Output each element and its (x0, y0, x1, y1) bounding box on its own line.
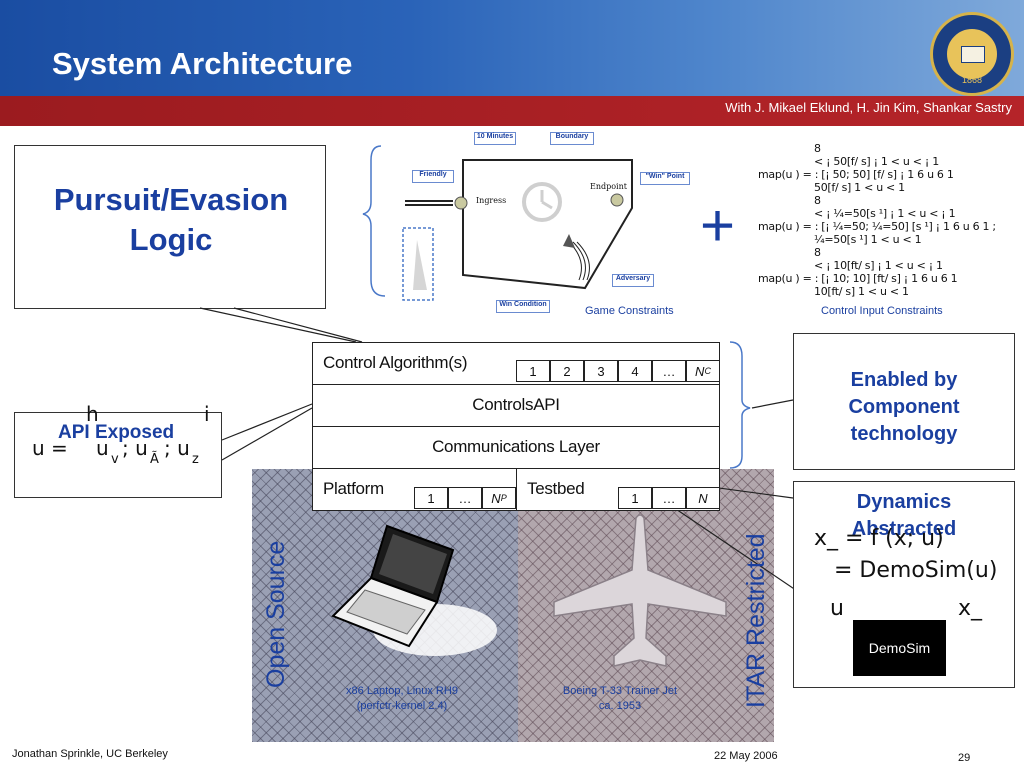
endpoint-label: Endpoint (590, 182, 627, 191)
game-constraints-diagram (362, 145, 633, 301)
itar-restricted-label: ITAR Restricted (742, 533, 770, 708)
game-constraints-caption: Game Constraints (585, 305, 674, 317)
tag-10-minutes: 10 Minutes (474, 132, 516, 145)
controls-api-label: ControlsAPI (472, 395, 560, 414)
open-source-label: Open Source (262, 540, 290, 688)
plus-sign: + (700, 192, 736, 259)
control-input-caption: Control Input Constraints (821, 305, 943, 317)
api-formula-sep: ; u (122, 436, 148, 460)
university-seal-logo: 1868 (930, 12, 1014, 96)
pursuit-evasion-line1: Pursuit/Evasion (53, 182, 289, 217)
api-exposed-label: API Exposed (58, 422, 175, 443)
seal-year: 1868 (961, 75, 983, 85)
testbed-label: Testbed (527, 479, 585, 498)
enabled-line1: Enabled by (850, 369, 958, 391)
constraint-line: < ¡ ¼=50[s ¹] ¡ 1 < u < ¡ 1 (814, 207, 956, 220)
tag-win-condition: Win Condition (496, 300, 550, 313)
pursuit-evasion-line2: Logic (129, 222, 213, 257)
constraint-line: < ¡ 10[ft/ s] ¡ 1 < u < ¡ 1 (814, 259, 943, 272)
controls-api-row: ControlsAPI (312, 384, 720, 427)
slide-title: System Architecture (52, 46, 353, 81)
demosim-input-label: u (830, 596, 844, 621)
constraint-line: map(u ) = : [¡ 50; 50] [f/ s] ¡ 1 6 u 6 … (758, 168, 954, 181)
jet-caption: Boeing T-33 Trainer Jet ca. 1953 (535, 684, 705, 714)
control-cell: 3 (584, 360, 618, 382)
testbed-cell-n: N (686, 487, 720, 509)
credit-bar (0, 96, 1024, 126)
tag-friendly: Friendly (412, 170, 454, 183)
dynamics-line1: Dynamics (856, 491, 952, 513)
platform-cell-n-label: N (491, 490, 501, 506)
control-cell-n-sub: C (704, 366, 711, 376)
control-cell-n-label: N (695, 363, 705, 379)
jet-caption-line1: Boeing T-33 Trainer Jet (562, 685, 678, 697)
tag-win-point: "Win" Point (640, 172, 690, 185)
api-formula-sub-v: v (111, 452, 119, 467)
constraint-line: 8 (814, 194, 821, 207)
enabled-by-component-text: Enabled by Component technology (793, 367, 1015, 448)
testbed-cell: 1 (618, 487, 652, 509)
platform-cell-n-sub: P (500, 493, 507, 503)
api-formula-sep2: ; u (164, 436, 190, 460)
constraint-line: map(u ) = : [¡ 10; 10] [ft/ s] ¡ 1 6 u 6… (758, 272, 958, 285)
dynamics-abstracted-text: Dynamics Abstracted (800, 489, 1008, 543)
constraint-line: map(u ) = : [¡ ¼=50; ¼=50] [s ¹] ¡ 1 6 u… (758, 220, 996, 233)
tag-boundary: Boundary (550, 132, 594, 145)
footer-date: 22 May 2006 (714, 750, 778, 762)
constraint-line: 10[ft/ s] 1 < u < 1 (814, 285, 909, 298)
ingress-label: Ingress (476, 196, 507, 205)
jet-icon (553, 514, 727, 667)
platform-cell: 1 (414, 487, 448, 509)
dynamics-line2: Abstracted (851, 518, 957, 540)
pursuit-evasion-title: Pursuit/Evasion Logic (28, 180, 314, 260)
api-formula-sub-psi: Ã (150, 452, 159, 467)
demosim-output-label: x_ (958, 596, 983, 621)
credit-text: With J. Mikael Eklund, H. Jin Kim, Shank… (725, 100, 1012, 115)
constraint-line: 50[f/ s] 1 < u < 1 (814, 181, 905, 194)
api-formula-term: u (96, 436, 109, 460)
api-formula-lhs: u = (32, 436, 68, 460)
control-cell: 4 (618, 360, 652, 382)
control-input-constraints: 8 < ¡ 50[f/ s] ¡ 1 < u < ¡ 1 map(u ) = :… (758, 142, 1020, 298)
enabled-line2: Component (848, 396, 960, 418)
tag-adversary: Adversary (612, 274, 654, 287)
demosim-block: DemoSim (853, 620, 946, 676)
api-formula-sub-z: z (192, 452, 199, 467)
jet-caption-line2: ca. 1953 (598, 700, 642, 712)
pursuit-evasion-callout (14, 145, 326, 309)
testbed-cell: … (652, 487, 686, 509)
laptop-caption: x86 Laptop, Linux RH9 (perfctr-kernel 2.… (322, 684, 482, 714)
enabled-line3: technology (850, 423, 958, 445)
dynamics-equation-2: = DemoSim(u) (834, 558, 998, 583)
laptop-caption-line2: (perfctr-kernel 2.4) (356, 700, 448, 712)
api-formula-bracket-close: i (204, 402, 210, 426)
dynamics-equation-1: x_ = f (x; u) (814, 526, 944, 551)
constraint-line: ¼=50[s ¹] 1 < u < 1 (814, 233, 922, 246)
enabled-by-component-callout (793, 333, 1015, 470)
footer-author: Jonathan Sprinkle, UC Berkeley (12, 748, 168, 760)
page-number: 29 (958, 752, 971, 764)
header-banner (0, 0, 1024, 96)
api-formula-bracket-open: h (86, 402, 99, 426)
testbed-cells: 1 … N (618, 487, 720, 509)
constraint-line: 8 (814, 246, 821, 259)
communications-layer-label: Communications Layer (432, 437, 600, 456)
laptop-icon (331, 524, 497, 656)
communications-layer-row: Communications Layer (312, 426, 720, 469)
control-cell: … (652, 360, 686, 382)
platform-cell: … (448, 487, 482, 509)
control-cell: 1 (516, 360, 550, 382)
constraint-line: < ¡ 50[f/ s] ¡ 1 < u < ¡ 1 (814, 155, 939, 168)
platform-label: Platform (323, 479, 384, 498)
control-algorithms-label: Control Algorithm(s) (323, 353, 468, 372)
constraint-line: 8 (814, 142, 821, 155)
api-exposed-callout (14, 412, 222, 498)
laptop-caption-line1: x86 Laptop, Linux RH9 (346, 685, 458, 697)
control-cell: 2 (550, 360, 584, 382)
